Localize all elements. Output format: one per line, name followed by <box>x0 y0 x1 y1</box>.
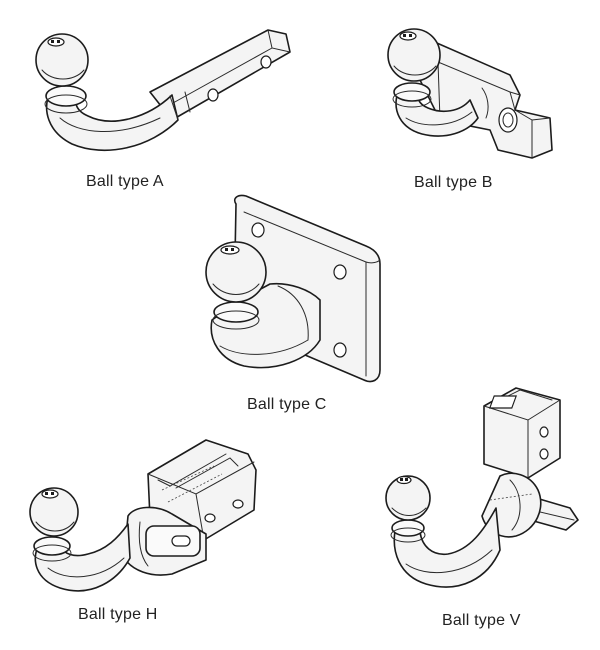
ball-type-v-illustration <box>385 387 579 588</box>
ball-type-b-illustration <box>387 28 553 159</box>
figure-ball-type-a: Ball type A <box>0 0 300 200</box>
ball-type-a-illustration <box>35 29 291 152</box>
ball-type-c-illustration <box>205 194 381 383</box>
caption-ball-type-h: Ball type H <box>78 606 158 623</box>
caption-ball-type-a: Ball type A <box>86 173 164 190</box>
caption-ball-type-v: Ball type V <box>442 612 521 629</box>
ball-type-h-illustration <box>29 439 257 592</box>
caption-ball-type-c: Ball type C <box>247 396 327 413</box>
figure-ball-type-v: Ball type V <box>360 380 600 640</box>
caption-ball-type-b: Ball type B <box>414 174 493 191</box>
figure-ball-type-b: Ball type B <box>360 0 600 200</box>
figure-ball-type-c: Ball type C <box>180 190 410 420</box>
figure-ball-type-h: Ball type H <box>0 430 300 640</box>
